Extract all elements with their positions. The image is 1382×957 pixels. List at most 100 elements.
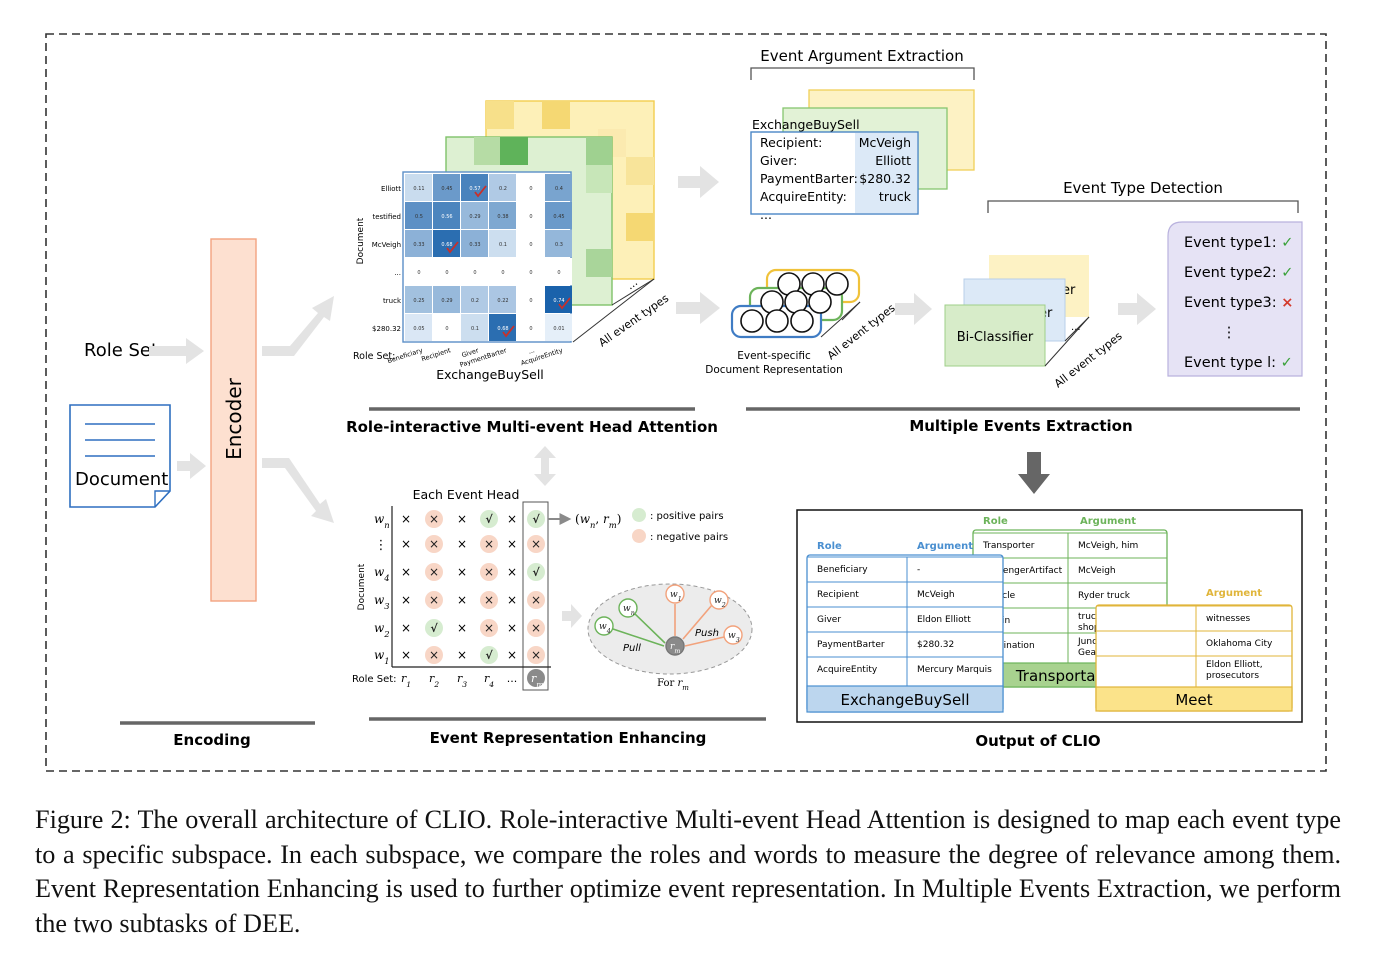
arrow-encoder-to-enhancing <box>262 458 334 523</box>
event-type-result: ⋮ <box>1222 325 1237 341</box>
attention-caption: ExchangeBuySell <box>436 367 544 382</box>
multiple-events-section-title: Multiple Events Extraction <box>909 417 1132 435</box>
argument-value-column <box>855 133 917 213</box>
graph-node-label: w4 <box>599 622 611 635</box>
heatmap-cell <box>405 258 432 285</box>
heatmap-cell-value: 0 <box>557 270 560 276</box>
arrow-to-results <box>1118 293 1156 325</box>
event-type-result: Event type1: ✓ <box>1184 235 1293 251</box>
argument-value: McVeigh <box>859 135 911 150</box>
cross-mark: × <box>457 565 467 579</box>
output-argument: prosecutors <box>1206 671 1259 681</box>
negative-pair <box>480 535 498 553</box>
check-icon: ✓ <box>1281 355 1293 371</box>
heatmap-cell <box>489 314 516 341</box>
argument-role: AcquireEntity: <box>760 189 847 204</box>
negative-pair <box>425 510 443 528</box>
argument-value: Elliott <box>875 153 911 168</box>
cross-mark: × <box>484 593 494 607</box>
positive-pair <box>425 619 443 637</box>
attention-col-label: AcquireEntity <box>520 346 564 367</box>
enhancing-role-set-label: Role Set: <box>352 674 397 685</box>
document-icon <box>69 404 171 508</box>
check-icon: ✓ <box>1281 235 1293 251</box>
output-event-name: ExchangeBuySell <box>840 691 969 709</box>
heatmap-cell-value: 0.22 <box>497 298 508 304</box>
cross-mark: × <box>429 565 439 579</box>
output-argument: McVeigh <box>917 590 955 600</box>
enhancing-section-title: Event Representation Enhancing <box>430 729 707 747</box>
heatmap-cell-value: 0 <box>529 270 532 276</box>
heatmap-cell <box>517 258 544 285</box>
heatmap-cell <box>461 230 488 257</box>
attention-row-label: ... <box>394 269 401 277</box>
enhancing-highlight-column <box>522 501 549 691</box>
heatmap-cell-value: 0.57 <box>469 186 480 192</box>
heatmap-cell-value: 0 <box>417 270 420 276</box>
for-label: For rm <box>657 678 689 692</box>
heatmap-cell-value: 0.68 <box>441 242 452 248</box>
attention-col-label: Recipient <box>420 346 452 363</box>
cross-mark: × <box>429 593 439 607</box>
enhancing-document-axis: Document <box>357 563 367 610</box>
enhancing-col-label: r4 <box>484 672 494 689</box>
check-mark: √ <box>485 649 493 662</box>
heatmap-cell <box>545 258 572 285</box>
clio-architecture-diagram: Role Set Document Encoder Encoding 0.1 <box>45 33 1327 772</box>
output-argument: Eldon Elliott <box>917 615 971 625</box>
cross-mark: × <box>401 593 411 607</box>
output-section-title: Output of CLIO <box>975 732 1100 750</box>
graph-node <box>665 584 685 604</box>
heatmap-cell <box>405 174 432 201</box>
cross-mark: × <box>429 648 439 662</box>
cross-mark: × <box>457 537 467 551</box>
argument-value: truck <box>879 189 912 204</box>
heatmap-cell-value: 0.2 <box>499 186 507 192</box>
negative-pair <box>527 591 545 609</box>
check-icon <box>474 185 487 198</box>
heatmap-cell <box>461 174 488 201</box>
argument-rows: Recipient:McVeighGiver:ElliottPaymentBar… <box>760 135 912 222</box>
graph-node-label: w1 <box>670 590 682 603</box>
classifier-stack-line-1 <box>1044 316 1090 367</box>
arrow-encoder-to-attention <box>262 296 334 356</box>
argument-role: Recipient: <box>760 135 822 150</box>
heatmap-cell-value: 0 <box>473 270 476 276</box>
attention-row-label: Elliott <box>381 185 401 193</box>
heatmap-cell-value: 0 <box>529 242 532 248</box>
output-role: Beneficiary <box>817 565 868 575</box>
graph-node-label: w2 <box>714 596 726 609</box>
enhancing-row-label: w3 <box>374 593 390 611</box>
graph-node-label: wn <box>623 604 635 617</box>
heatmap-cell-value: 0 <box>529 186 532 192</box>
down-arrow-icon <box>1018 452 1050 494</box>
cross-mark: × <box>507 621 517 635</box>
output-head-role: Role <box>983 516 1008 527</box>
legend-positive-swatch <box>632 508 646 522</box>
cross-mark: × <box>401 621 411 635</box>
heatmap-cell-value: 0.1 <box>499 242 507 248</box>
enhancing-row-label: ⋮ <box>375 538 388 553</box>
argument-bracket <box>750 67 975 80</box>
heatmap-cell-value: 0.74 <box>553 298 564 304</box>
negative-pair <box>425 646 443 664</box>
output-role: Destination <box>983 641 1035 651</box>
heatmap-cell <box>433 286 460 313</box>
heatmap-cell <box>405 314 432 341</box>
cross-mark: × <box>507 648 517 662</box>
cross-mark: × <box>457 648 467 662</box>
cross-mark: × <box>484 621 494 635</box>
argument-role: ... <box>760 207 772 222</box>
heatmap-cell-value: 0 <box>445 270 448 276</box>
legend-negative-label: : negative pairs <box>650 532 728 543</box>
negative-pair <box>527 646 545 664</box>
type-detection-bracket <box>987 200 1299 213</box>
check-icon <box>446 241 459 254</box>
heatmap-cell-value: 0.5 <box>415 214 423 220</box>
cross-mark: × <box>401 512 411 526</box>
heatmap-cell <box>433 230 460 257</box>
role-set-label: Role Set <box>84 340 158 361</box>
